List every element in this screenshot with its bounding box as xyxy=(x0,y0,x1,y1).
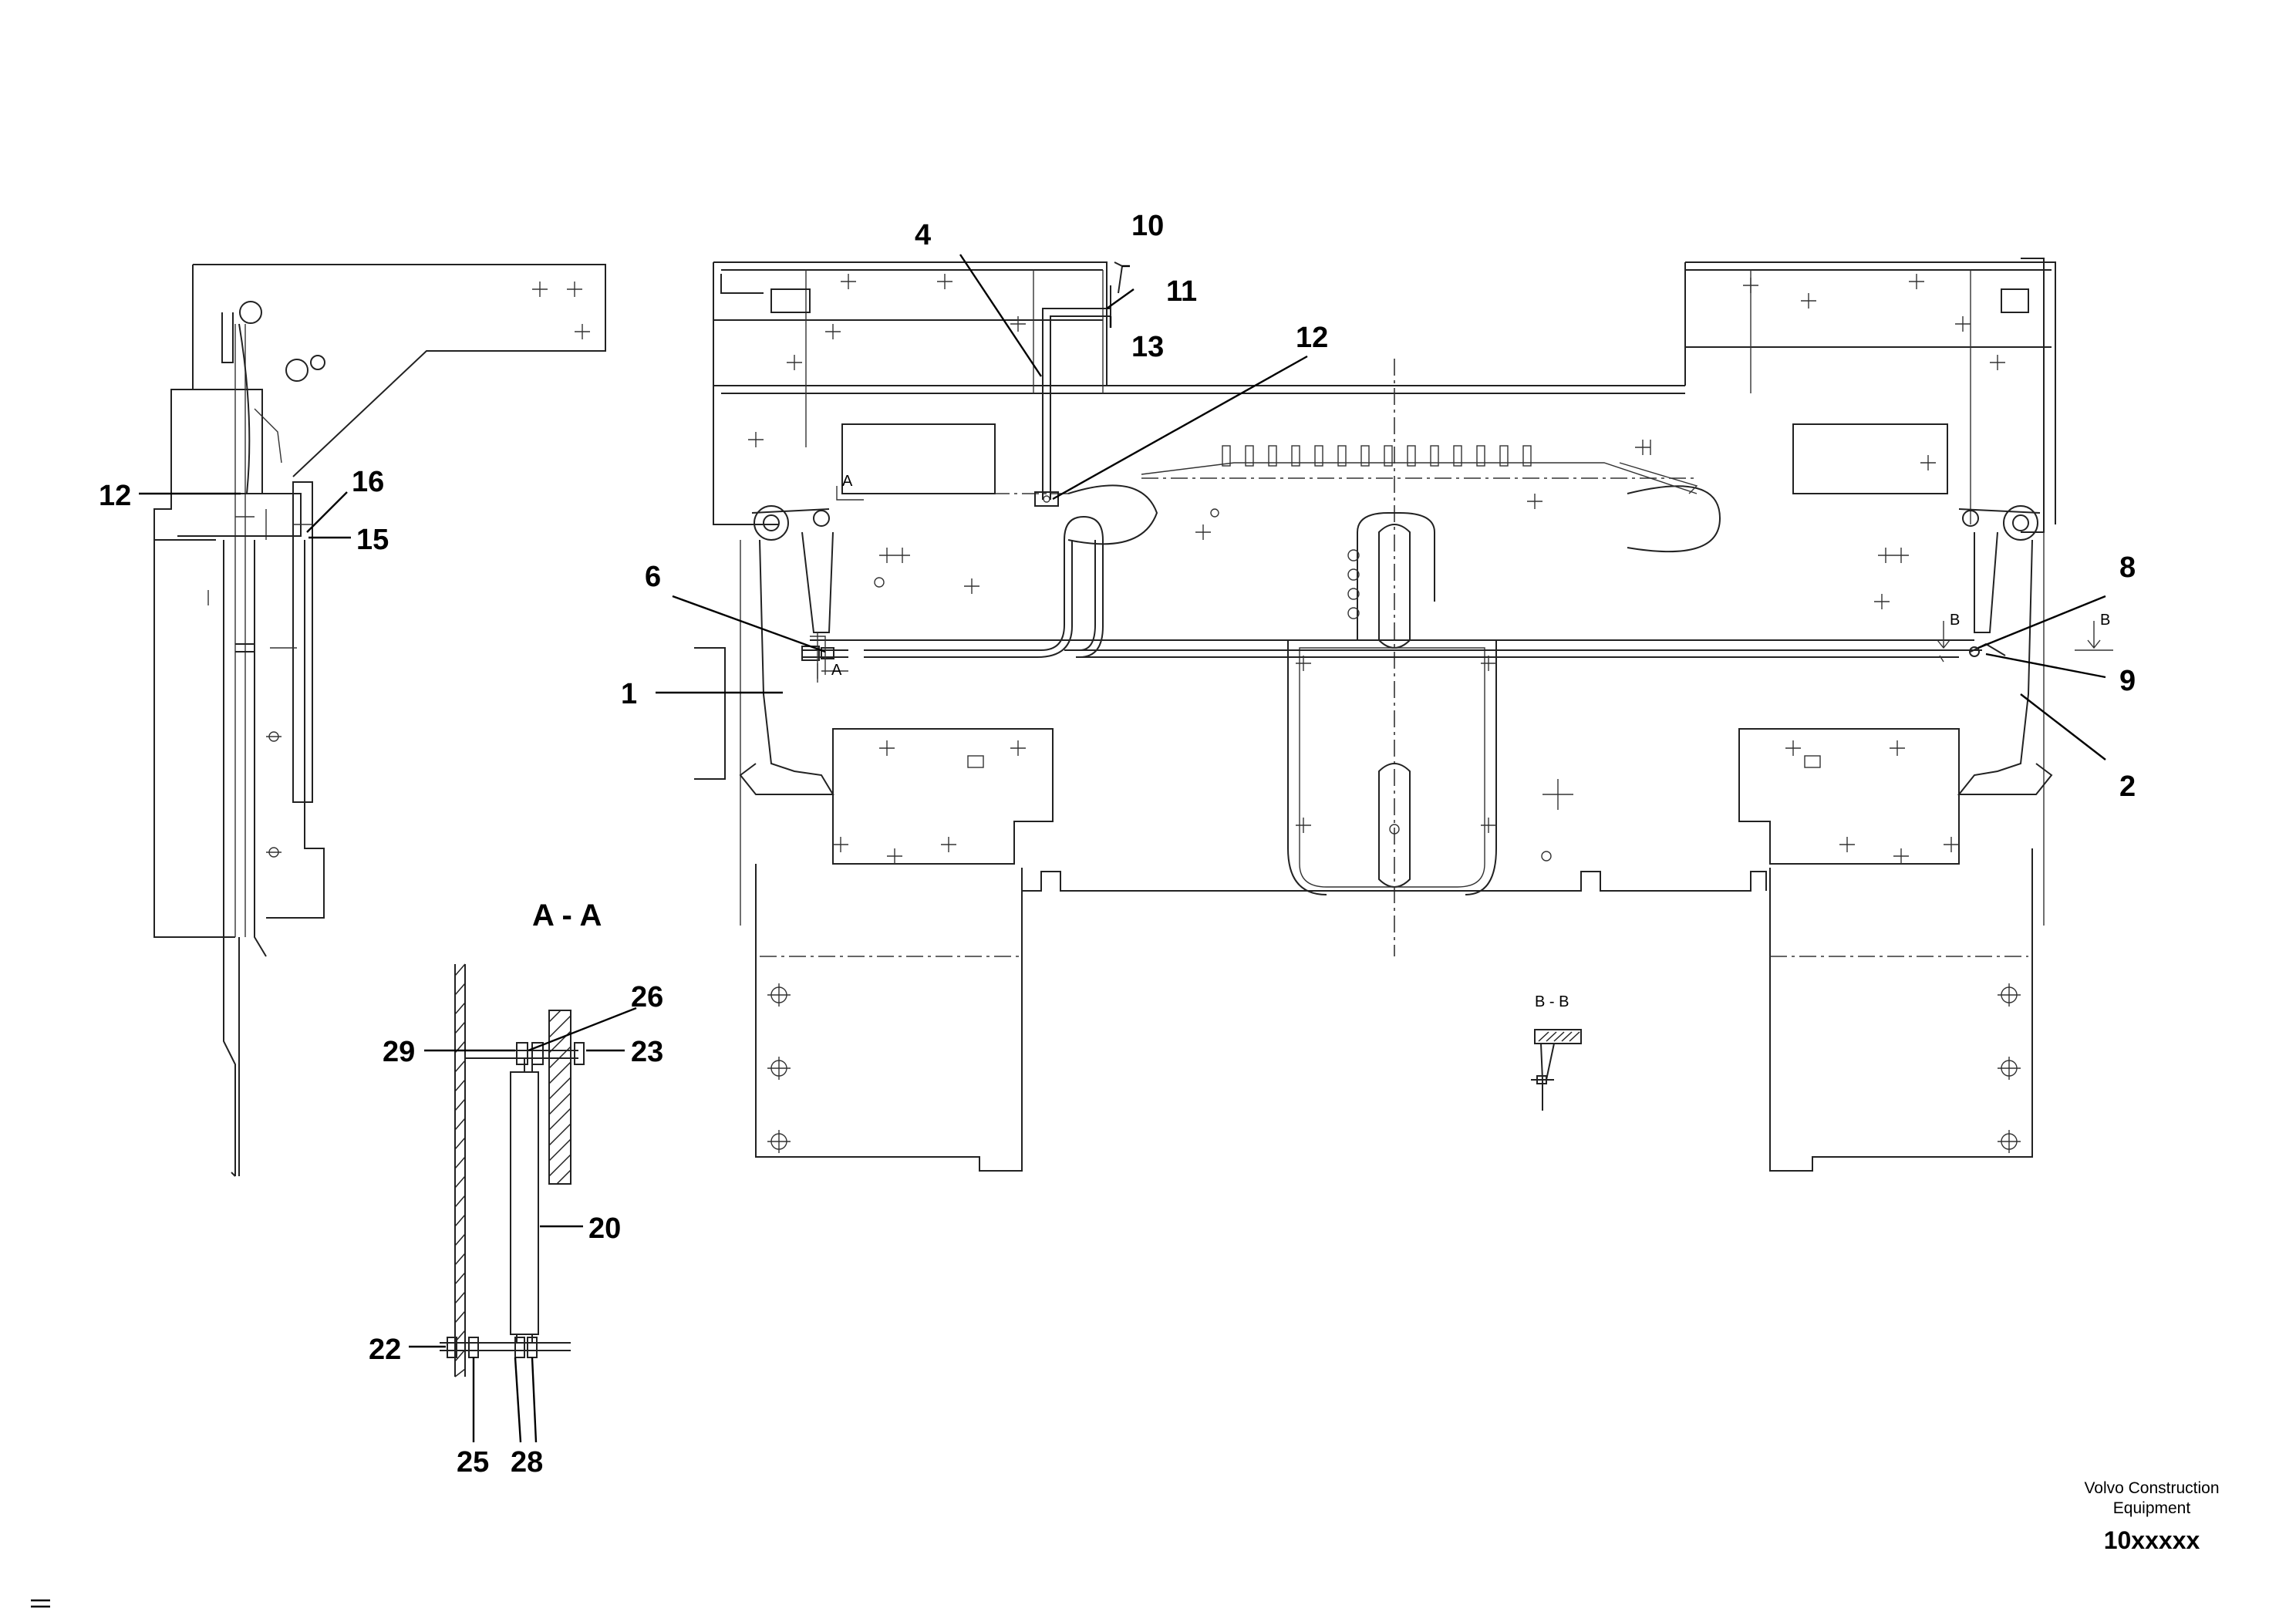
vent-slots xyxy=(1222,445,1532,467)
section-a-a xyxy=(440,963,585,1378)
callout-8: 8 xyxy=(2119,551,2136,584)
callout-6: 6 xyxy=(645,561,661,593)
callout-13: 13 xyxy=(1131,331,1164,363)
section-marker-b-left: B xyxy=(1950,612,1960,629)
document-number: 10xxxxx xyxy=(2104,1526,2200,1554)
section-marker-a-bottom: A xyxy=(831,662,842,679)
callout-11: 11 xyxy=(1166,275,1197,308)
section-b-b xyxy=(1531,1029,1582,1111)
company-name-line1: Volvo Construction xyxy=(2084,1479,2219,1497)
callout-16: 16 xyxy=(352,466,384,498)
section-marker-a-top: A xyxy=(842,473,853,490)
company-name-line2: Equipment xyxy=(2113,1499,2191,1517)
callout-10: 10 xyxy=(1131,210,1164,242)
callout-26: 26 xyxy=(631,981,663,1013)
callout-12-side: 12 xyxy=(99,480,131,512)
section-b-b-title: B - B xyxy=(1535,993,1569,1010)
callout-20: 20 xyxy=(588,1212,621,1245)
callout-1: 1 xyxy=(621,678,637,710)
callout-2: 2 xyxy=(2119,771,2136,803)
callout-9: 9 xyxy=(2119,665,2136,697)
section-marker-b-right: B xyxy=(2100,612,2110,629)
bolt-holes xyxy=(748,274,2021,1153)
title-block: Volvo Construction Equipment 10xxxxx xyxy=(2084,1479,2219,1554)
callout-12-main: 12 xyxy=(1296,322,1328,354)
callout-22: 22 xyxy=(369,1334,401,1366)
callout-25: 25 xyxy=(457,1446,489,1479)
section-a-a-title: A - A xyxy=(532,899,602,932)
callout-23: 23 xyxy=(631,1036,663,1068)
callouts: 4 10 11 13 12 6 1 8 9 2 12 16 15 A - A 2… xyxy=(99,210,2136,1479)
side-view xyxy=(153,264,606,1177)
callout-4: 4 xyxy=(915,219,931,251)
callout-28: 28 xyxy=(511,1446,543,1479)
callout-29: 29 xyxy=(383,1036,415,1068)
leader-lines xyxy=(31,254,2106,1608)
front-view xyxy=(694,258,2113,1172)
callout-15: 15 xyxy=(356,524,389,556)
